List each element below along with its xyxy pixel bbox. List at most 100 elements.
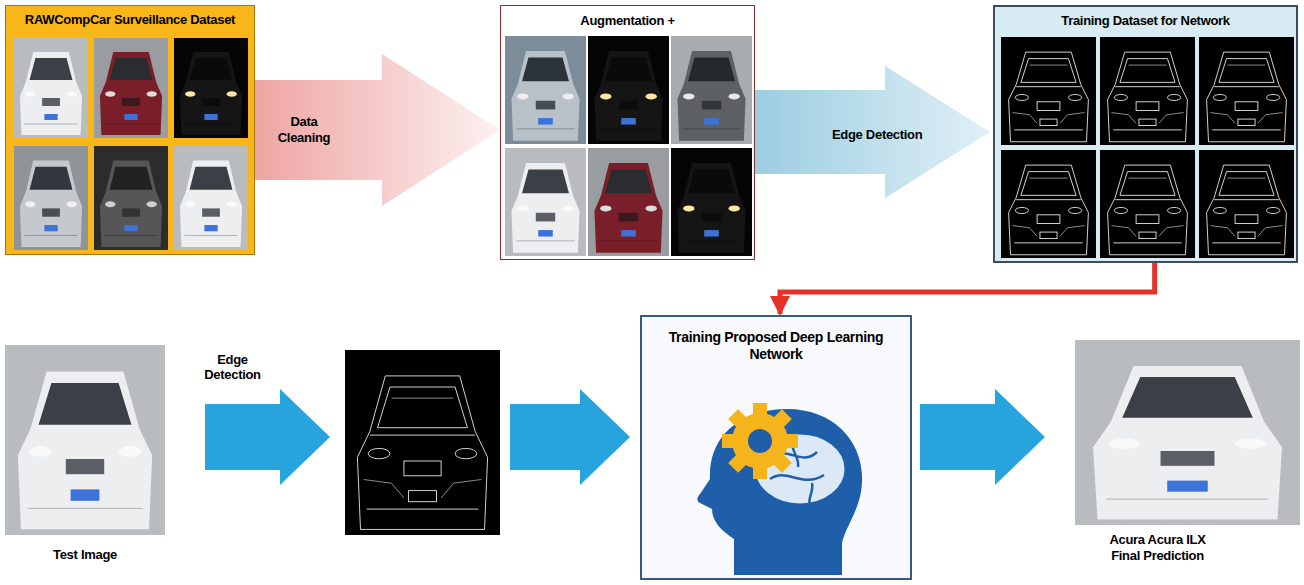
edge-map-image: [1120, 59, 1175, 83]
node-illustration: [501, 6, 756, 261]
edge-label: Data Cleaning: [264, 114, 344, 145]
car-photo: [522, 170, 569, 194]
edge-map-image: [1009, 52, 1089, 142]
edge-map-image: [1001, 37, 1096, 145]
edge-map-image: [392, 398, 454, 399]
edge-map-image: [370, 435, 475, 436]
car-photo: [1167, 481, 1208, 492]
edge-map-image: [1060, 226, 1085, 237]
block-arrow: [255, 54, 500, 206]
gear-symbol: [732, 413, 788, 469]
car-photo: [204, 225, 217, 231]
edge-map-image: [1014, 242, 1082, 243]
edge-map-image: [1228, 65, 1266, 66]
edge-map-image: [1199, 150, 1294, 258]
elbow-arrow: [780, 263, 1155, 314]
edge-map-image: [1016, 86, 1081, 87]
car-photo: [688, 58, 735, 82]
node-illustration: [345, 350, 500, 535]
car-photo: [24, 124, 77, 125]
node-subtitle: Final Prediction: [1075, 548, 1240, 564]
car-photo: [594, 163, 662, 253]
edge-map-image: [1258, 113, 1283, 124]
edge-map-image: [1100, 150, 1195, 258]
car-photo: [588, 148, 669, 256]
car-photo: [683, 93, 694, 99]
car-photo: [671, 148, 752, 256]
car-photo: [605, 170, 652, 194]
training-dataset-panel: Training Dataset for Network: [993, 5, 1298, 263]
car-photo: [14, 146, 88, 250]
car-photo: [184, 124, 237, 125]
text-holder: RAWCompCar Surveillance Dataset: [9, 12, 251, 28]
car-photo: [14, 38, 88, 138]
edge-map-image: [1199, 37, 1294, 145]
node-illustration: [6, 6, 256, 256]
edge-map-image: [1207, 165, 1287, 255]
edge-image: [345, 350, 500, 535]
edge-map-image: [1001, 37, 1096, 145]
car-photo: [204, 114, 217, 120]
car-photo: [588, 36, 669, 144]
car-photo: [18, 372, 152, 530]
car-photo: [174, 146, 248, 250]
car-photo: [619, 213, 638, 222]
car-photo: [600, 93, 611, 99]
node-title: Augmentation +: [504, 13, 751, 29]
edge-map-image: [1167, 94, 1180, 100]
car-photo: [1109, 438, 1141, 448]
car-photo: [66, 459, 104, 474]
edge-map-image: [1111, 113, 1136, 124]
car-photo: [185, 91, 195, 97]
gear-symbol: [748, 429, 772, 453]
edge-map-image: [1113, 129, 1181, 130]
edge-map-image: [1199, 150, 1294, 258]
edge-map-image: [1115, 86, 1180, 87]
edge-map-image: [368, 448, 390, 458]
edge-map-image: [1167, 207, 1180, 213]
car-photo: [646, 205, 657, 211]
edge-map-image: [1021, 59, 1076, 83]
car-photo: [671, 36, 752, 144]
edge-map-image: [1139, 232, 1156, 238]
augmentation-panel: Augmentation +: [500, 5, 755, 260]
car-photo: [122, 208, 140, 216]
car-photo: [29, 446, 51, 457]
car-photo: [517, 93, 528, 99]
car-photo: [729, 205, 740, 211]
car-photo: [1075, 340, 1300, 525]
node-illustration: [995, 7, 1300, 265]
car-photo: [682, 128, 740, 129]
car-photo: [44, 114, 57, 120]
edge-map-image: [345, 350, 500, 535]
car-photo: [1093, 366, 1282, 520]
car-photo: [516, 128, 574, 129]
car-photo: [619, 101, 638, 110]
edge-map-image: [1228, 178, 1266, 179]
car-photo: [190, 58, 233, 80]
dataset-panel: RAWCompCar Surveillance Dataset: [5, 5, 255, 255]
node-title: Test Image: [5, 547, 165, 563]
car-photo: [517, 205, 528, 211]
edge-map-image: [378, 387, 468, 428]
block-arrow: [205, 389, 330, 485]
edge-map-image: [1159, 113, 1184, 124]
car-photo: [522, 58, 569, 82]
car-photo: [682, 240, 740, 241]
edge-map-image: [1213, 94, 1226, 100]
edge-map-image: [409, 491, 437, 502]
head-silhouette: [697, 409, 862, 575]
car-photo: [729, 93, 740, 99]
car-photo: [42, 208, 60, 216]
car-photo: [94, 146, 168, 250]
car-photo: [174, 38, 248, 138]
car-photo: [185, 201, 195, 207]
node-title: RAWCompCar Surveillance Dataset: [9, 12, 251, 28]
network-box: Training Proposed Deep Learning Network: [640, 315, 912, 580]
car-photo: [683, 205, 694, 211]
car-photo: [600, 205, 611, 211]
car-photo: [5, 345, 165, 535]
text-holder: Training Proposed Deep Learning Network: [656, 329, 896, 363]
car-photo: [704, 118, 719, 124]
edge-map-image: [1068, 207, 1081, 213]
